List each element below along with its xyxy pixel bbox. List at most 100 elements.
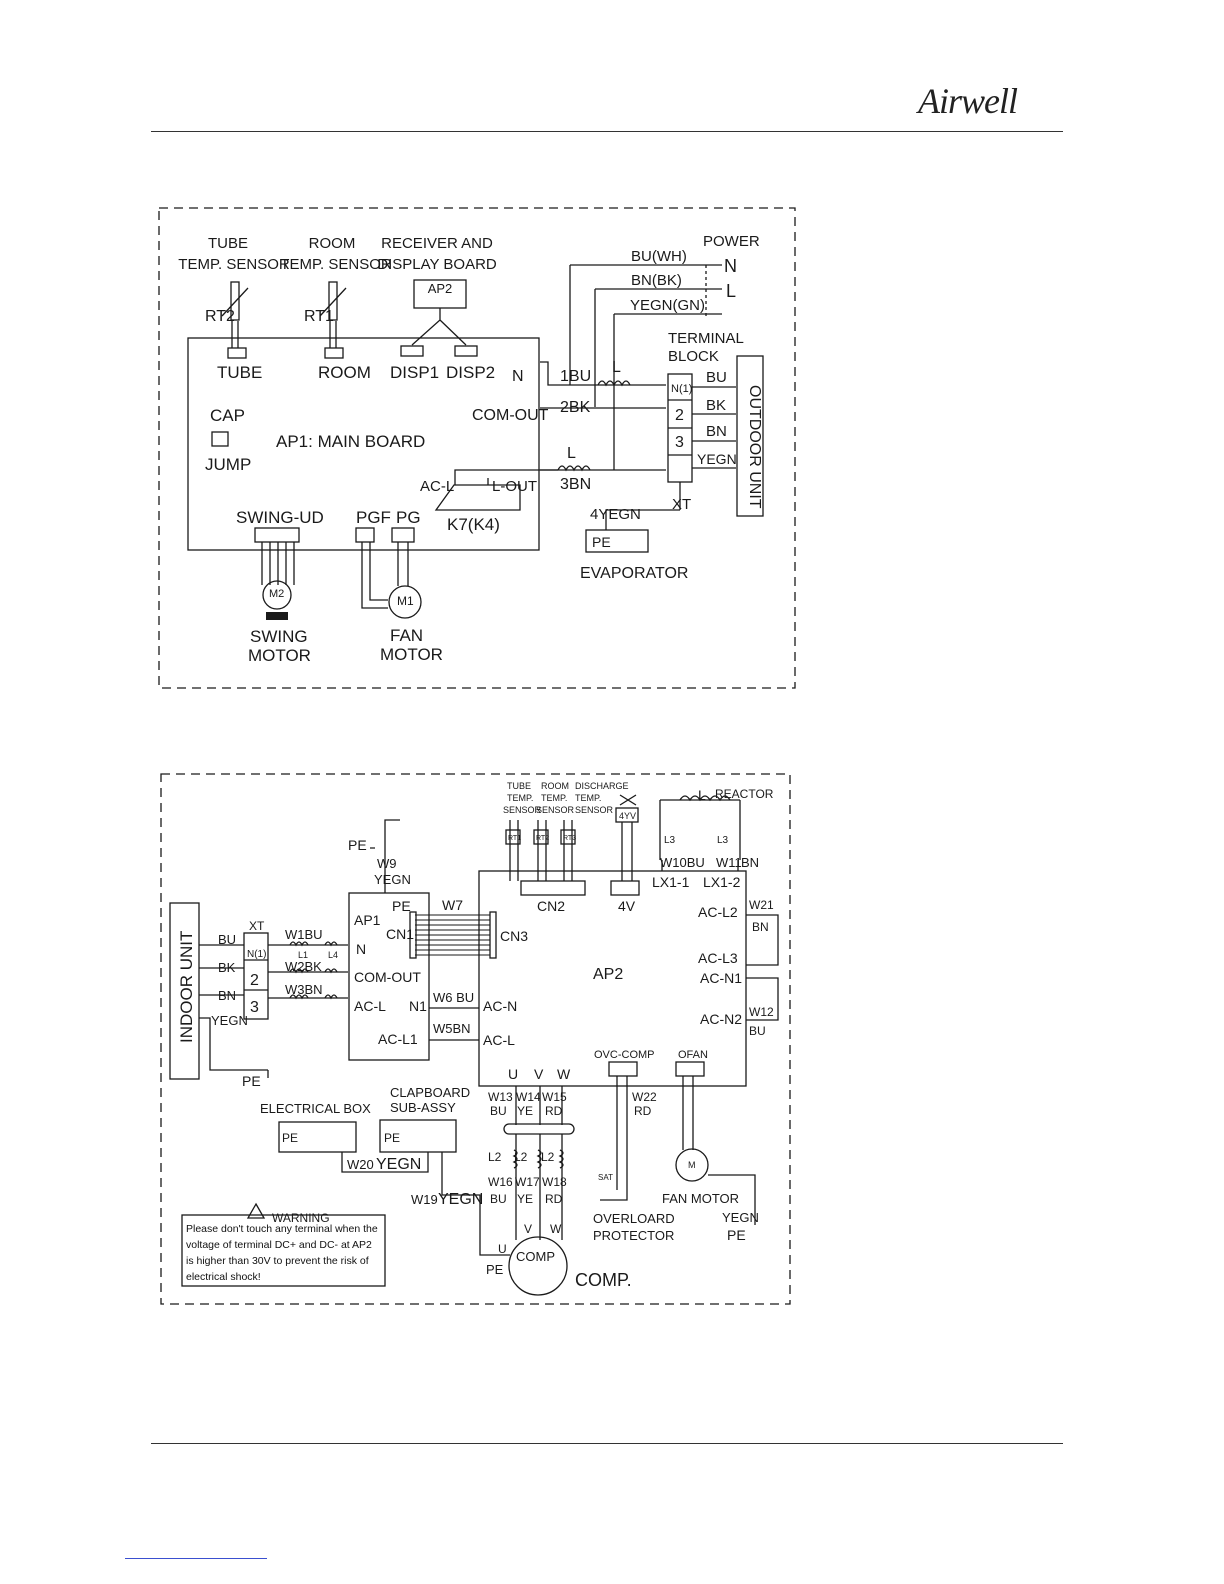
label-n: N — [512, 368, 524, 385]
label-2bk: 2BK — [560, 399, 591, 416]
o-label-ac-l1: AC-L1 — [378, 1031, 418, 1047]
label-outdoor-unit: OUTDOOR UNIT — [746, 385, 763, 509]
o-label-cn2: CN2 — [537, 898, 565, 914]
o-label-pe-comp: PE — [486, 1262, 504, 1277]
electrical-box — [278, 1121, 357, 1153]
label-bn: BN — [706, 423, 727, 440]
o-label-ofan: OFAN — [678, 1049, 708, 1061]
o-label-rd15: RD — [545, 1104, 563, 1118]
compressor — [508, 1236, 568, 1296]
o-label-w18: W18 — [542, 1175, 567, 1189]
o-label-n1: N1 — [409, 998, 427, 1014]
label-yegn-gn: YEGN(GN) — [630, 297, 705, 314]
jump-connector — [211, 431, 229, 447]
o-label-w19: W19 — [411, 1192, 438, 1207]
o-label-n: N — [356, 941, 366, 957]
o-label-sub-assy: SUB-ASSY — [390, 1100, 456, 1115]
o-label-ac-l-ap2: AC-L — [483, 1032, 515, 1048]
label-power: POWER — [703, 233, 760, 250]
label-indoor-unit: INDOOR UNIT — [177, 931, 196, 1043]
label-bn-bk: BN(BK) — [631, 272, 682, 289]
label-bk: BK — [706, 397, 726, 414]
label-room: ROOM — [318, 363, 371, 382]
label-evaporator: EVAPORATOR — [580, 565, 688, 582]
label-swing-ud: SWING-UD — [236, 508, 324, 527]
o-label-l2b: L2 — [514, 1150, 528, 1164]
footer-rule — [151, 1443, 1063, 1444]
label-main-board: AP1: MAIN BOARD — [276, 432, 425, 451]
o-label-w9: W9 — [377, 856, 397, 871]
o-label-pe: PE — [392, 898, 411, 914]
o-label-rt1: RT1 — [508, 835, 521, 842]
o-label-ac-l3: AC-L3 — [698, 950, 738, 966]
o-label-bn-w11: BN — [741, 855, 759, 870]
o-label-lx2: LX1-2 — [703, 874, 741, 890]
label-display-board: DISPLAY BOARD — [377, 256, 497, 273]
evaporator-pe — [585, 529, 649, 553]
label-ap2: AP2 — [428, 281, 453, 296]
o-label-w22: W22 — [632, 1090, 657, 1104]
o-label-bn-w21: BN — [752, 920, 769, 934]
o-label-protector: PROTECTOR — [593, 1228, 674, 1243]
label-terminal-3: 3 — [675, 434, 684, 451]
o-label-t1: N(1) — [247, 949, 266, 960]
o-label-t3: 3 — [250, 999, 259, 1016]
label-3bn: 3BN — [560, 476, 591, 493]
o-label-w10bu: W10BU — [660, 855, 705, 870]
o-label-pe-clap: PE — [384, 1131, 400, 1145]
o-label-pe-top: PE — [348, 837, 367, 853]
o-label-w13: W13 — [488, 1090, 513, 1104]
o-label-yegn-fan: YEGN — [722, 1210, 759, 1225]
label-power-n: N — [724, 256, 737, 276]
label-tube: TUBE — [217, 363, 262, 382]
o-label-ac-n1: AC-N1 — [700, 970, 742, 986]
o-label-clapboard: CLAPBOARD — [390, 1085, 470, 1100]
o-label-w5bn: W5BN — [433, 1021, 471, 1036]
label-m1: M1 — [397, 594, 414, 608]
o-label-yegn-w9: YEGN — [374, 872, 411, 887]
o-label-w7: W7 — [442, 897, 463, 913]
o-label-tube1: TUBE — [507, 781, 531, 791]
tube-sensor — [221, 281, 249, 359]
label-bu: BU — [706, 369, 727, 386]
o-label-w16: W16 — [488, 1175, 513, 1189]
k7-relay — [434, 484, 521, 511]
o-label-w3bn: W3BN — [285, 982, 323, 997]
warning-box — [181, 1214, 386, 1287]
display-board — [400, 279, 478, 357]
label-terminal-1: N(1) — [671, 383, 692, 395]
o-label-overload: OVERLOARD — [593, 1211, 675, 1226]
o-label-w20: W20 — [347, 1157, 374, 1172]
4yv-valve — [615, 807, 639, 823]
o-label-bu: BU — [218, 932, 236, 947]
o-label-w12: W12 — [749, 1005, 774, 1019]
inductor-2 — [557, 465, 591, 472]
o-label-bk: BK — [218, 960, 236, 975]
o-label-yegn20: YEGN — [376, 1156, 421, 1173]
label-pe: PE — [592, 534, 611, 550]
inductor-1 — [597, 380, 631, 387]
o-label-w21: W21 — [749, 898, 774, 912]
compressor-connector — [503, 1123, 575, 1135]
main-board — [187, 337, 540, 551]
label-pg: PG — [396, 508, 421, 527]
room-sensor — [319, 281, 347, 359]
label-cap: CAP — [210, 406, 245, 425]
label-terminal-2: 2 — [675, 407, 684, 424]
o-label-xt: XT — [249, 919, 265, 933]
o-label-pe-indoor: PE — [242, 1073, 261, 1089]
label-terminal: TERMINAL — [668, 330, 744, 347]
o-label-l-reactor: L — [698, 787, 706, 803]
label-disp1: DISP1 — [390, 363, 439, 382]
label-block: BLOCK — [668, 348, 719, 365]
label-1bu: 1BU — [560, 368, 591, 385]
label-disp2: DISP2 — [446, 363, 495, 382]
label-swing-motor: MOTOR — [248, 646, 311, 665]
o-label-w6bu: W6 BU — [433, 990, 474, 1005]
label-l-inductor-1: L — [612, 359, 621, 376]
4v-connector — [610, 880, 640, 896]
label-fan-motor: MOTOR — [380, 645, 443, 664]
label-jump: JUMP — [205, 455, 251, 474]
o-label-electrical-box: ELECTRICAL BOX — [260, 1101, 371, 1116]
